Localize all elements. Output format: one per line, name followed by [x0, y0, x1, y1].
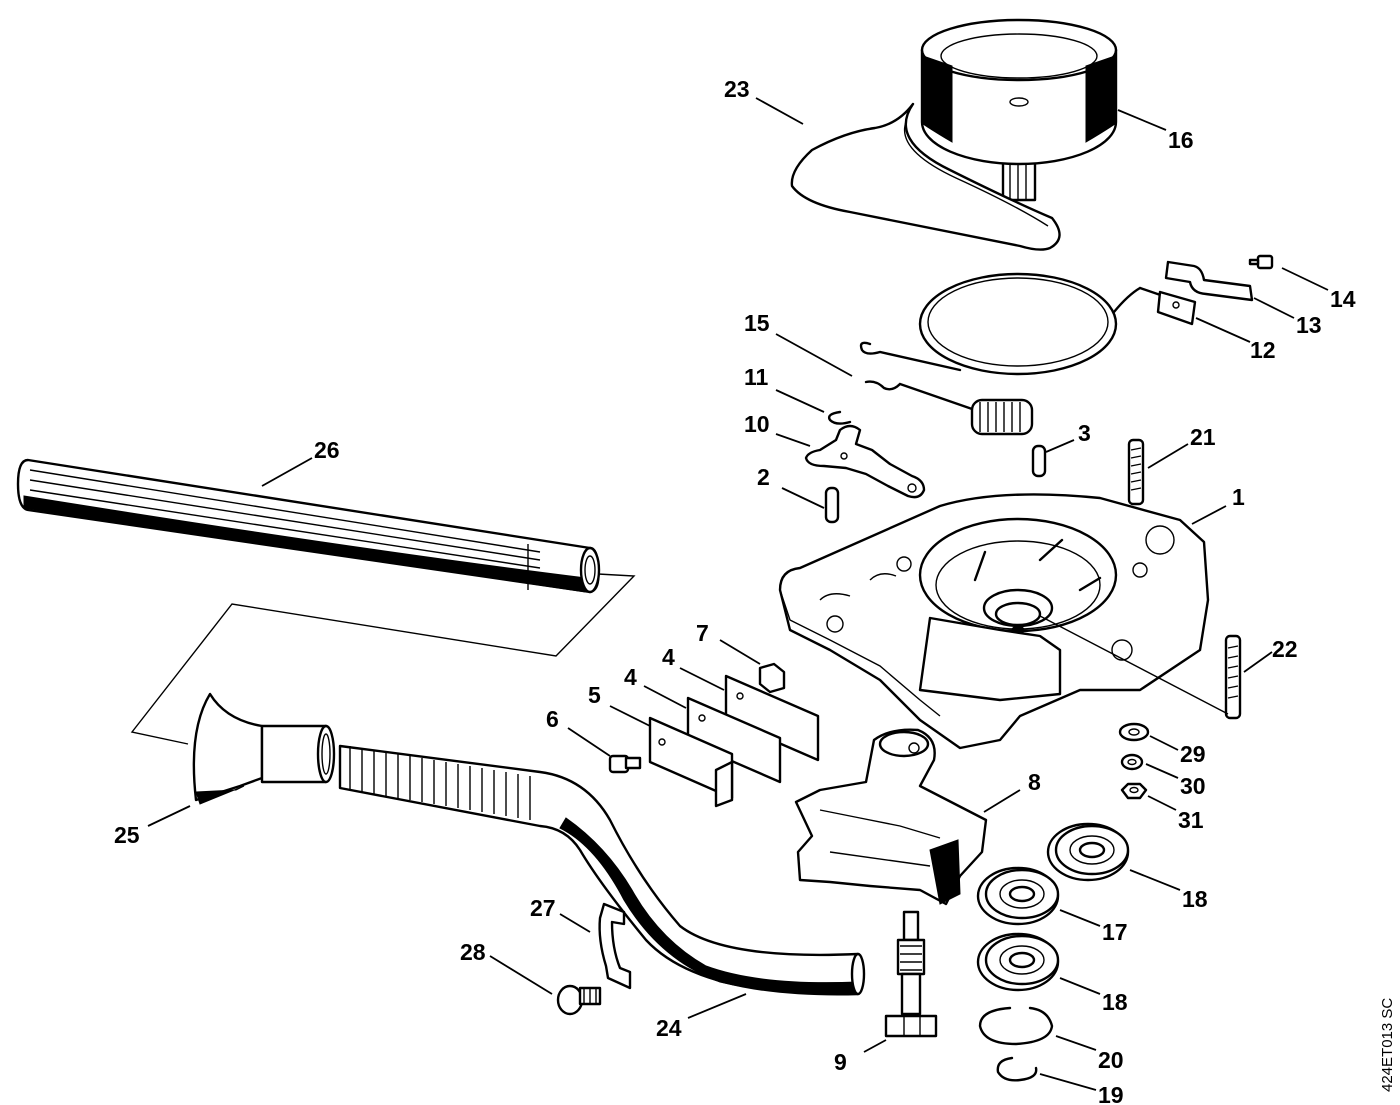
part-24-hose	[338, 744, 866, 996]
part-1-housing	[778, 493, 1210, 750]
part-4-plate	[724, 674, 820, 762]
callout-18b: 18	[1102, 989, 1128, 1015]
part-25-nozzle	[192, 692, 336, 805]
part-12-band-spring	[918, 272, 1197, 376]
part-27-clamp	[598, 902, 632, 990]
callout-18a: 18	[1182, 886, 1208, 912]
part-31-nut	[1120, 782, 1148, 800]
callout-14: 14	[1330, 286, 1356, 312]
callout-25: 25	[114, 822, 140, 848]
callout-23: 23	[724, 76, 750, 102]
part-28-screw	[556, 984, 602, 1016]
guide-lines	[130, 573, 1229, 745]
callout-30: 30	[1180, 773, 1206, 799]
callout-12: 12	[1250, 337, 1276, 363]
part-18-bearing-lower	[976, 932, 1060, 992]
callout-11: 11	[744, 364, 769, 390]
callout-26: 26	[314, 437, 340, 463]
callout-16: 16	[1168, 127, 1194, 153]
callout-19: 19	[1098, 1082, 1124, 1105]
part-26-tube	[16, 458, 601, 594]
part-20-circlip	[978, 1006, 1054, 1046]
drawing-code: 424ET013 SC	[1379, 998, 1396, 1092]
part-3-pin	[1031, 444, 1047, 478]
callout-4a: 4	[662, 644, 675, 670]
callout-10: 10	[744, 411, 770, 437]
part-14-screw	[1248, 254, 1274, 270]
callout-28: 28	[460, 939, 486, 965]
part-10-lever	[804, 424, 926, 499]
part-29-washer	[1118, 722, 1150, 742]
callout-13: 13	[1296, 312, 1322, 338]
callout-29: 29	[1180, 741, 1206, 767]
callout-4b: 4	[624, 664, 637, 690]
callout-22: 22	[1272, 636, 1298, 662]
callout-21: 21	[1190, 424, 1216, 450]
callout-27: 27	[530, 895, 556, 921]
part-17-bearing	[976, 866, 1060, 926]
part-15-tension-spring	[859, 341, 1034, 436]
callout-31: 31	[1178, 807, 1204, 833]
part-8-gear-housing	[794, 728, 988, 906]
leader-lines	[147, 97, 1329, 1091]
part-9-shaft	[884, 910, 938, 1038]
callout-2: 2	[757, 464, 770, 490]
callout-5: 5	[588, 682, 601, 708]
callout-3: 3	[1078, 420, 1091, 446]
part-4-plate-second	[686, 696, 782, 784]
part-6-screw	[608, 754, 642, 774]
callout-9: 9	[834, 1049, 847, 1075]
part-16-fan-drum	[920, 18, 1118, 202]
callout-8: 8	[1028, 769, 1041, 795]
part-19-circlip	[996, 1056, 1038, 1082]
callout-1: 1	[1232, 484, 1245, 510]
callout-labels: 23 16 14 13 12 15 11 10 3 2 21 1 22 7 4 …	[114, 76, 1356, 1105]
part-13-bracket	[1164, 260, 1254, 302]
callout-17: 17	[1102, 919, 1128, 945]
callout-24: 24	[656, 1015, 682, 1041]
part-11-circlip	[827, 410, 852, 425]
callout-20: 20	[1098, 1047, 1124, 1073]
part-30-lock-washer	[1120, 753, 1144, 771]
part-18-bearing	[1046, 822, 1130, 882]
callout-6: 6	[546, 706, 559, 732]
part-2-pin	[824, 486, 840, 524]
part-23-cover-plate	[790, 102, 1061, 251]
callout-7: 7	[696, 620, 709, 646]
part-7-square-nut	[758, 662, 786, 694]
callout-15: 15	[744, 310, 770, 336]
